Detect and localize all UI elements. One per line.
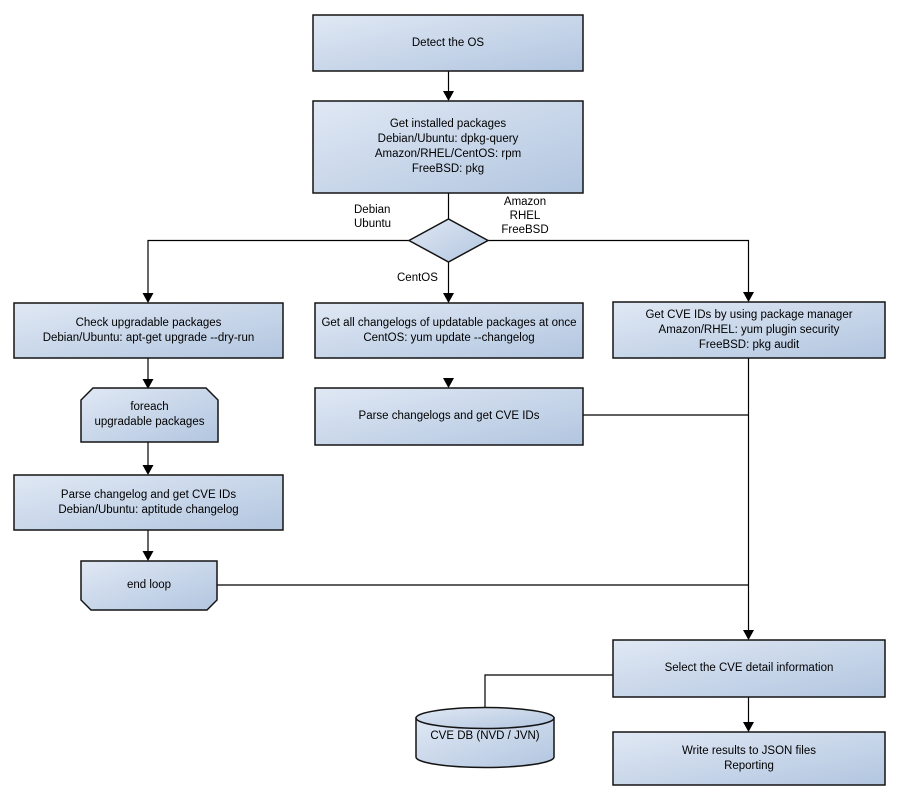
arrowhead bbox=[743, 722, 754, 732]
node-parse-changelogs-shape bbox=[314, 387, 584, 446]
cve-db-cylinder-body bbox=[415, 717, 555, 769]
arrowhead bbox=[142, 379, 154, 389]
arrowhead bbox=[443, 378, 454, 388]
node-detect-os-shape bbox=[312, 14, 584, 72]
node-get-changelogs-shape bbox=[314, 302, 584, 359]
arrowhead bbox=[743, 630, 754, 640]
node-shapes bbox=[13, 14, 886, 786]
node-get-installed-shape bbox=[312, 100, 584, 194]
node-foreach-loop-shape bbox=[80, 387, 219, 443]
arrowhead bbox=[743, 292, 754, 302]
node-write-results-shape bbox=[612, 731, 886, 786]
node-parse-changelog-shape bbox=[13, 474, 284, 531]
edge-decision-right bbox=[488, 239, 750, 292]
edge-cvedb-to-select bbox=[484, 674, 613, 707]
edge-arrowheads bbox=[142, 91, 754, 732]
node-end-loop-shape bbox=[80, 560, 218, 611]
arrowhead bbox=[142, 551, 154, 561]
node-select-cve-shape bbox=[612, 639, 886, 698]
arrowhead bbox=[443, 91, 454, 101]
cve-db-cylinder-top bbox=[415, 706, 555, 730]
arrowhead bbox=[142, 465, 154, 475]
node-get-cve-ids-shape bbox=[612, 301, 886, 359]
edge-decision-left bbox=[147, 239, 409, 293]
node-check-upgradable-shape bbox=[13, 302, 284, 359]
edge-lines bbox=[147, 71, 750, 722]
arrowhead bbox=[142, 293, 154, 303]
decision-diamond-shape bbox=[407, 218, 490, 263]
arrowhead bbox=[443, 293, 454, 303]
